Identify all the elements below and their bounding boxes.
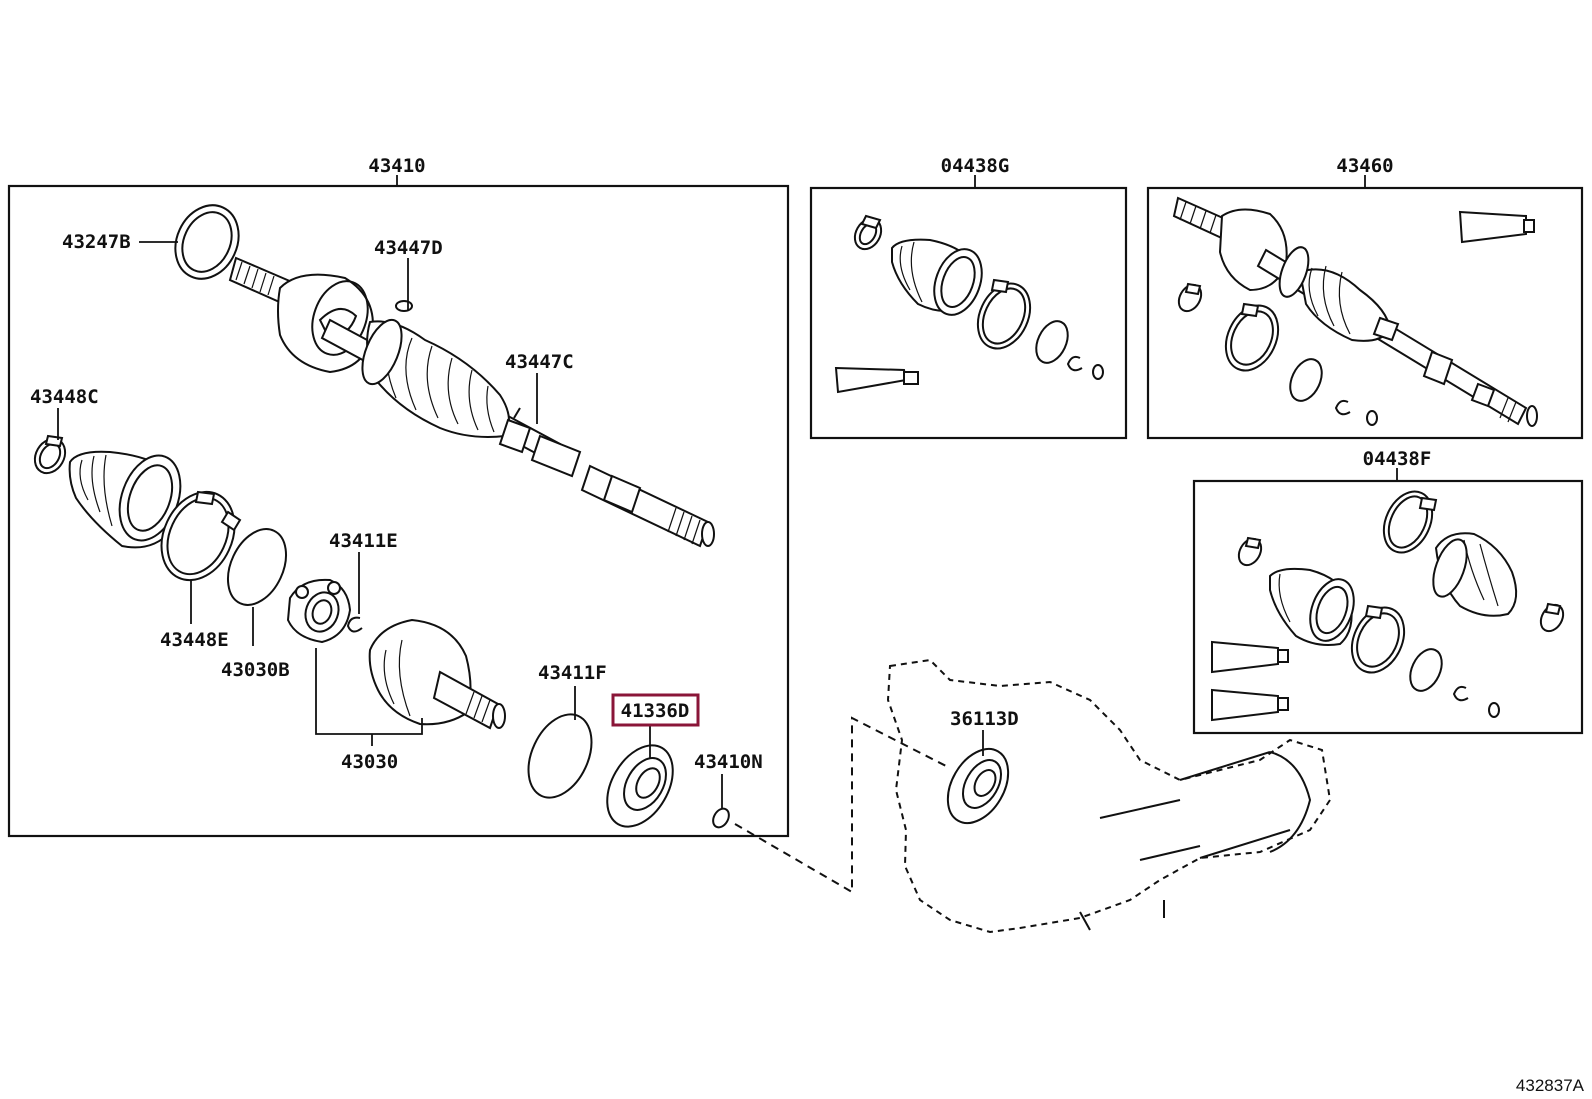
frame-main-assembly <box>7 184 790 838</box>
label-43447D[interactable]: 43447D <box>374 237 443 259</box>
group-label-shaft-assembly[interactable]: 43460 <box>1336 155 1393 177</box>
boot-kit-g-contents <box>834 214 1104 394</box>
frame-boot-kit-g <box>809 186 1128 440</box>
label-36113D[interactable]: 36113D <box>950 708 1019 730</box>
label-43411E[interactable]: 43411E <box>329 530 398 552</box>
label-43447C[interactable]: 43447C <box>505 351 574 373</box>
label-43030[interactable]: 43030 <box>341 751 398 773</box>
part-43411E-circlip <box>346 616 363 633</box>
group-label-boot-kit-g[interactable]: 04438G <box>941 155 1010 177</box>
shaft-assembly-contents <box>1172 196 1538 427</box>
frame-boot-kit-f <box>1192 479 1584 735</box>
group-label-boot-kit-f[interactable]: 04438F <box>1363 448 1432 470</box>
label-43448C[interactable]: 43448C <box>30 386 99 408</box>
part-43410N-oring <box>712 807 730 829</box>
label-41336D[interactable]: 41336D <box>621 700 690 722</box>
part-43411F-ring <box>527 713 593 799</box>
boot-kit-f-contents <box>1211 490 1565 722</box>
label-43247B[interactable]: 43247B <box>62 231 131 253</box>
label-43410N[interactable]: 43410N <box>694 751 763 773</box>
part-tripod-joint <box>286 578 352 644</box>
label-43448E[interactable]: 43448E <box>160 629 229 651</box>
part-43448E-clamp <box>160 490 242 582</box>
highlight-box-41336D[interactable] <box>611 693 700 727</box>
differential-housing <box>886 658 1332 934</box>
drive-shaft-upper <box>228 256 715 548</box>
label-43030B[interactable]: 43030B <box>221 659 290 681</box>
part-outer-boot <box>68 450 182 549</box>
part-41336D-oil-seal <box>606 744 674 828</box>
part-36113D-seal <box>946 748 1010 824</box>
dashed-leader <box>734 716 951 894</box>
figure-ref-code: 432837A <box>1516 1076 1585 1095</box>
group-label-main-assembly[interactable]: 43410 <box>368 155 425 177</box>
part-43030-joint <box>368 618 506 730</box>
label-43411F[interactable]: 43411F <box>538 662 607 684</box>
part-43247B-ring <box>174 204 240 280</box>
part-43030B-ring <box>226 528 288 606</box>
part-43448C-clamp <box>33 434 67 475</box>
